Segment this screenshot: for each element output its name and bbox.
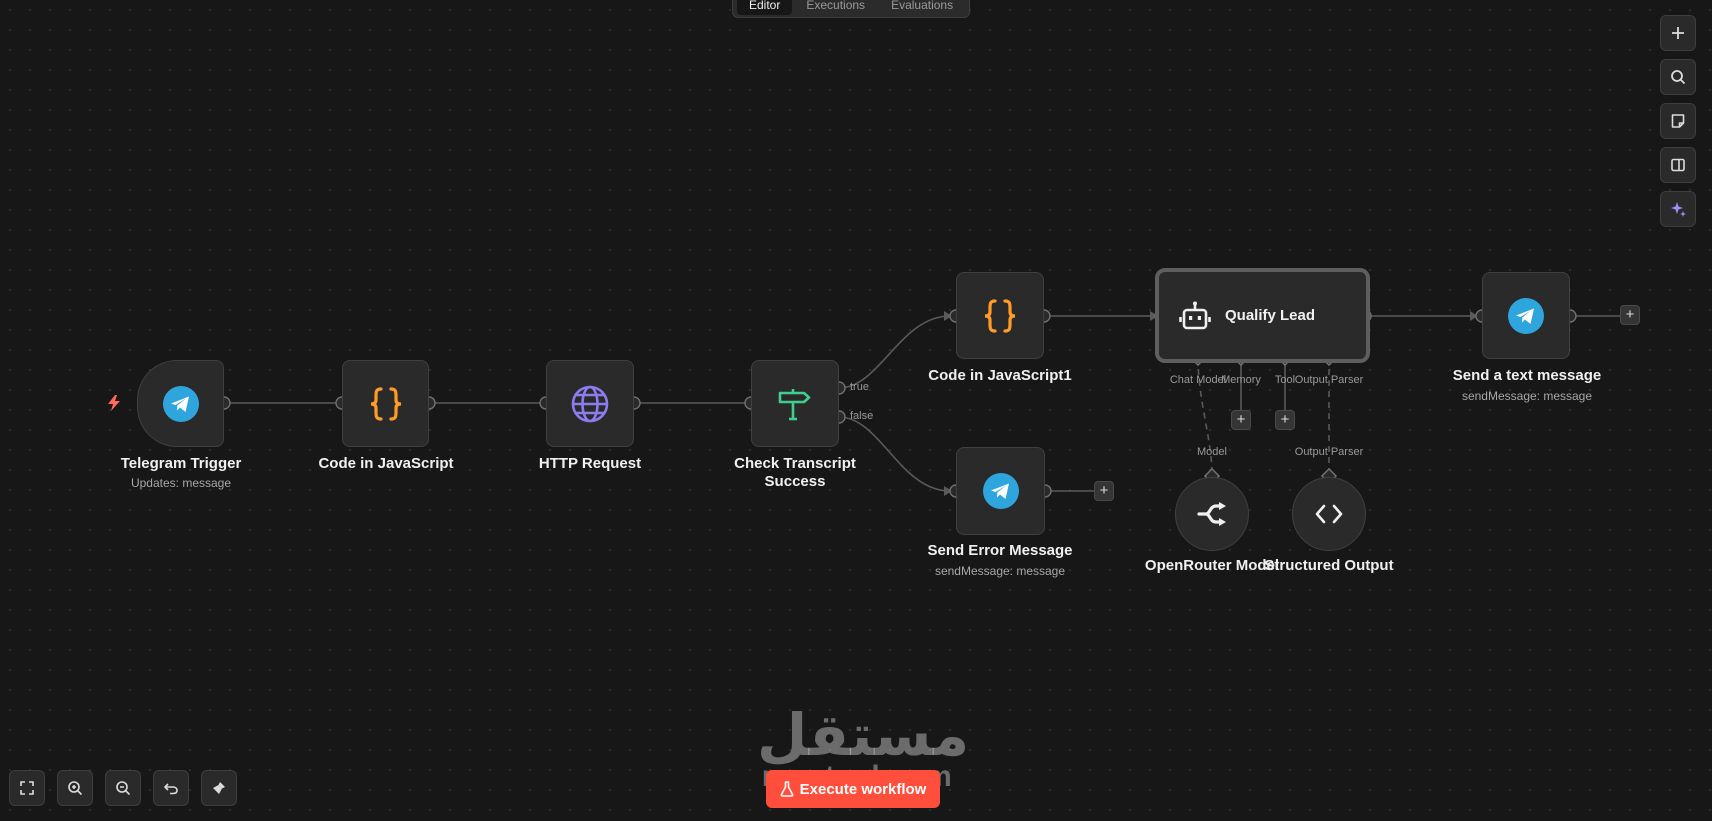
node-label: Telegram Trigger — [120, 455, 242, 472]
zoom-out-icon — [116, 781, 131, 796]
node-label: Structured Output — [1264, 557, 1394, 574]
sticky-note-icon — [1671, 114, 1685, 128]
undo-button[interactable] — [153, 770, 189, 806]
port-label-output-parser: Output Parser — [1294, 374, 1364, 386]
zoom-in-button[interactable] — [57, 770, 93, 806]
arrow-head — [944, 311, 952, 321]
plus-icon — [1672, 27, 1684, 39]
wire-true-code1[interactable] — [838, 315, 951, 389]
watermark-arabic: مستقل — [757, 701, 970, 769]
tab-editor[interactable]: Editor — [737, 0, 793, 15]
openrouter-icon — [1197, 502, 1226, 526]
node-code-javascript[interactable] — [342, 360, 429, 447]
node-http-request[interactable] — [546, 360, 634, 447]
add-node-toolbar-button[interactable] — [1660, 15, 1696, 51]
telegram-icon — [982, 473, 1019, 509]
node-send-text-message[interactable] — [1482, 272, 1570, 359]
globe-icon — [571, 385, 609, 422]
node-label: OpenRouter Model — [1144, 557, 1280, 574]
port-label-output-parser-sub: Output Parser — [1294, 446, 1364, 458]
wire-false-error[interactable] — [838, 416, 951, 492]
node-send-error-message[interactable] — [956, 447, 1045, 535]
arrow-head — [1150, 311, 1158, 321]
fit-view-button[interactable] — [9, 770, 45, 806]
search-icon — [1671, 70, 1686, 85]
port-label-chat-model: Chat Model — [1169, 374, 1227, 386]
telegram-icon — [1508, 297, 1544, 334]
node-title: Qualify Lead — [1225, 307, 1316, 324]
node-label: Send a text message — [1452, 367, 1602, 384]
code-brackets-icon — [1315, 504, 1343, 524]
ai-assistant-button[interactable] — [1660, 191, 1696, 227]
add-memory-button[interactable]: + — [1231, 410, 1251, 430]
node-code-javascript1[interactable] — [956, 272, 1044, 359]
port-label-model: Model — [1197, 446, 1227, 458]
node-check-transcript[interactable] — [751, 360, 839, 447]
wire-model-dashed[interactable] — [1197, 357, 1213, 475]
branch-label-false: false — [850, 410, 874, 422]
robot-icon — [1179, 301, 1211, 329]
node-label: Code in JavaScript1 — [928, 367, 1072, 384]
add-tool-button[interactable]: + — [1275, 410, 1295, 430]
node-qualify-lead[interactable]: Qualify Lead — [1155, 268, 1370, 363]
view-tabs: Editor Executions Evaluations — [732, 0, 971, 18]
node-telegram-trigger[interactable] — [137, 360, 224, 447]
code-braces-icon — [370, 386, 401, 421]
fit-view-icon — [20, 781, 34, 795]
node-label: Code in JavaScript — [318, 455, 454, 472]
add-node-button[interactable]: + — [1094, 481, 1114, 501]
flask-icon — [780, 781, 794, 797]
toggle-panel-button[interactable] — [1660, 147, 1696, 183]
node-structured-output[interactable] — [1292, 477, 1366, 551]
tab-executions[interactable]: Executions — [806, 0, 866, 12]
sparkle-icon — [1671, 202, 1686, 217]
zoom-out-button[interactable] — [105, 770, 141, 806]
node-label: HTTP Request — [538, 455, 642, 472]
tidy-up-button[interactable] — [201, 770, 237, 806]
node-subtitle: sendMessage: message — [934, 564, 1066, 578]
arrow-head — [1470, 311, 1478, 321]
panel-icon — [1671, 158, 1685, 172]
branch-label-true: true — [850, 381, 869, 393]
execute-workflow-label: Execute workflow — [799, 780, 927, 798]
execute-workflow-button[interactable]: Execute workflow — [766, 770, 940, 808]
port-label-tool: Tool — [1274, 374, 1296, 386]
search-nodes-button[interactable] — [1660, 59, 1696, 95]
node-label: Send Error Message — [927, 542, 1073, 559]
clean-up-icon — [213, 782, 225, 794]
node-subtitle: Updates: message — [130, 476, 232, 490]
node-label-line2: Success — [764, 473, 826, 490]
code-braces-icon — [984, 298, 1016, 333]
add-sticky-note-button[interactable] — [1660, 103, 1696, 139]
node-openrouter-model[interactable] — [1175, 477, 1249, 551]
arrow-head — [944, 486, 952, 496]
add-node-button[interactable]: + — [1620, 305, 1640, 325]
node-subtitle: sendMessage: message — [1461, 389, 1593, 403]
port-label-memory: Memory — [1221, 374, 1261, 386]
signpost-icon — [778, 388, 811, 420]
tab-evaluations[interactable]: Evaluations — [891, 0, 954, 12]
telegram-icon — [162, 385, 199, 422]
trigger-bolt-icon — [108, 395, 120, 411]
node-label-line1: Check Transcript — [734, 455, 856, 472]
zoom-in-icon — [68, 781, 83, 796]
undo-icon — [164, 783, 178, 795]
